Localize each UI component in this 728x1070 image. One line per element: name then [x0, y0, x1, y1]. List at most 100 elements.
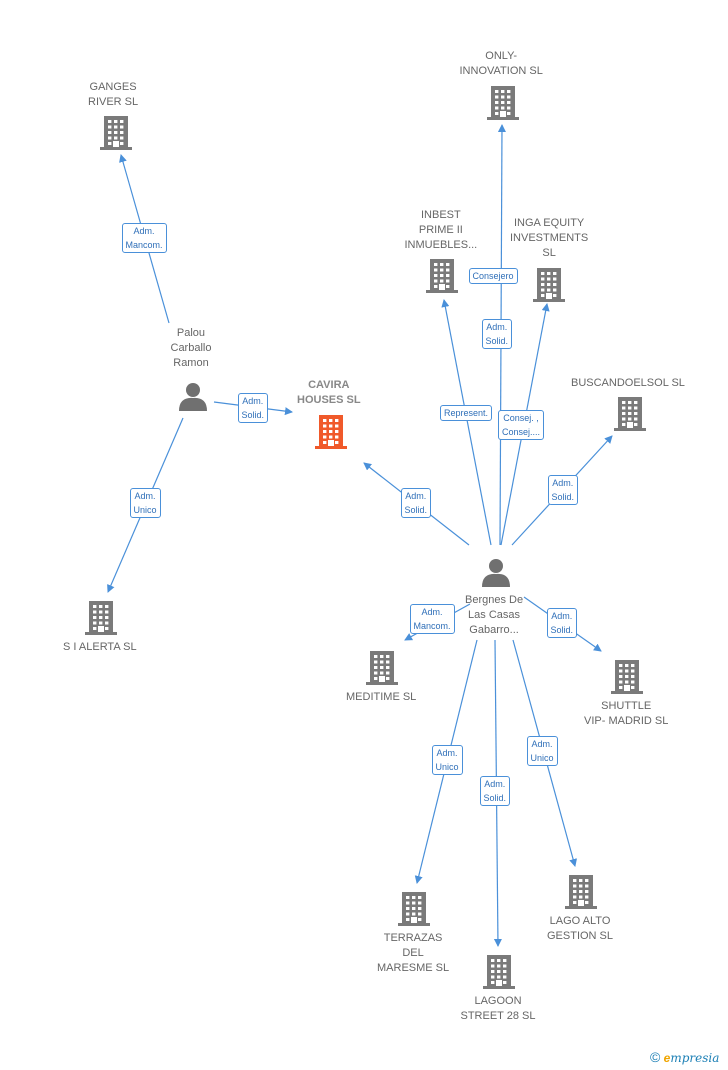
edge-label-text: Adm.: [405, 491, 427, 501]
edge-label[interactable]: Adm. Solid.: [546, 608, 578, 638]
building-icon[interactable]: [565, 875, 597, 909]
node-label-line: INBEST: [421, 209, 461, 221]
main-company-icon[interactable]: [315, 415, 347, 449]
edge-label-text: Adm.: [436, 748, 458, 758]
edge-label-text: Adm.: [531, 739, 553, 749]
node-label-line: LAGO ALTO: [549, 915, 611, 927]
edge-label-text: Solid.: [550, 625, 574, 635]
edge-label-text: Consejero: [472, 271, 514, 281]
edge-label-text: Consej....: [502, 427, 541, 437]
edge-label-text: Represent.: [444, 408, 489, 418]
edge-label[interactable]: Adm. Mancom.: [121, 223, 167, 253]
edge-label-text: Adm.: [134, 491, 156, 501]
edge-label[interactable]: Adm. Solid.: [481, 319, 513, 349]
building-icon[interactable]: [611, 660, 643, 694]
person-icon[interactable]: [179, 383, 207, 411]
node-label-line: MARESME SL: [377, 962, 450, 974]
node-label-buscando[interactable]: BUSCANDOELSOL SL: [571, 376, 685, 391]
edge-label[interactable]: Consej. , Consej....: [498, 410, 545, 440]
node-label-line: Gabarro...: [469, 624, 519, 636]
node-label-ganges[interactable]: GANGES RIVER SL: [88, 80, 138, 110]
node-label-shuttle[interactable]: SHUTTLE VIP- MADRID SL: [584, 699, 668, 729]
node-label-line: CAVIRA: [308, 379, 350, 391]
edge-label-text: Adm.: [133, 226, 155, 236]
node-label-line: BUSCANDOELSOL SL: [571, 377, 685, 389]
node-label-line: INMUEBLES...: [404, 239, 478, 251]
edge-label[interactable]: Adm. Solid.: [547, 475, 579, 505]
node-label-inbest[interactable]: INBEST PRIME II INMUEBLES...: [405, 208, 478, 253]
node-label-lagoalto[interactable]: LAGO ALTO GESTION SL: [547, 914, 613, 944]
node-label-line: GANGES: [89, 81, 137, 93]
edge-label-text: Adm.: [484, 779, 506, 789]
edge-label-text: Mancom.: [413, 621, 451, 631]
node-label-line: Palou: [176, 327, 206, 339]
edge-label-text: Solid.: [404, 505, 428, 515]
node-label-line: INVESTMENTS: [510, 232, 589, 244]
edge-label-text: Adm.: [421, 607, 443, 617]
edge-label-text: Unico: [133, 505, 157, 515]
edge-label-text: Consej. ,: [503, 413, 539, 423]
node-label-line: LAGOON: [474, 995, 522, 1007]
node-label-line: ONLY-: [485, 50, 518, 62]
node-label-line: Bergnes De: [465, 594, 524, 606]
edge-label-text: Solid.: [241, 410, 265, 420]
node-label-line: RIVER SL: [88, 96, 139, 108]
edge-label-text: Unico: [530, 753, 554, 763]
brand-name: mpresia: [670, 1051, 720, 1065]
edge-label-text: Adm.: [552, 478, 574, 488]
edge-label-text: Adm.: [551, 611, 573, 621]
edge-bergnes-inbest: [441, 299, 492, 546]
edge-label-text: Solid.: [483, 793, 507, 803]
node-label-line: SL: [542, 247, 556, 259]
building-icon[interactable]: [398, 892, 430, 926]
node-label-line: STREET 28 SL: [460, 1010, 536, 1022]
node-label-meditime[interactable]: MEDITIME SL: [346, 690, 416, 705]
edge-label-text: Adm.: [486, 322, 508, 332]
node-label-line: INNOVATION SL: [459, 65, 543, 77]
copyright-icon: ©: [650, 1049, 661, 1065]
building-icon[interactable]: [614, 397, 646, 431]
edge-label[interactable]: Adm. Mancom.: [409, 604, 455, 634]
edge-label[interactable]: Adm. Unico: [526, 736, 558, 766]
node-label-line: SHUTTLE: [601, 700, 652, 712]
edge-label[interactable]: Adm. Unico: [431, 745, 463, 775]
edge-label-text: Mancom.: [125, 240, 163, 250]
node-label-line: Ramon: [173, 357, 209, 369]
edge-label-text: Unico: [435, 762, 459, 772]
edge-label-text: Solid.: [485, 336, 509, 346]
node-label-sialerta[interactable]: S I ALERTA SL: [63, 640, 137, 655]
edge-label[interactable]: Represent.: [440, 405, 493, 421]
node-label-line: GESTION SL: [547, 930, 614, 942]
edge-label[interactable]: Adm. Unico: [129, 488, 161, 518]
person-icon[interactable]: [482, 559, 510, 587]
edge-label-text: Solid.: [551, 492, 575, 502]
building-icon[interactable]: [85, 601, 117, 635]
node-label-line: VIP- MADRID SL: [584, 715, 669, 727]
building-icon[interactable]: [366, 651, 398, 685]
building-icon[interactable]: [100, 116, 132, 150]
node-label-lagoon[interactable]: LAGOON STREET 28 SL: [461, 994, 536, 1024]
brand-e: e: [663, 1051, 671, 1065]
node-label-line: S I ALERTA SL: [63, 641, 137, 653]
node-label-line: INGA EQUITY: [513, 217, 585, 229]
node-label-line: MEDITIME SL: [346, 691, 417, 703]
node-label-only[interactable]: ONLY- INNOVATION SL: [460, 49, 543, 79]
building-icon[interactable]: [483, 955, 515, 989]
node-label-line: Las Casas: [468, 609, 521, 621]
node-label-line: TERRAZAS: [383, 932, 443, 944]
edge-label[interactable]: Adm. Solid.: [400, 488, 432, 518]
edge-label-text: Adm.: [242, 396, 264, 406]
edge-label[interactable]: Consejero: [468, 268, 518, 284]
building-icon[interactable]: [487, 86, 519, 120]
building-icon[interactable]: [533, 268, 565, 302]
edge-label[interactable]: Adm. Solid.: [237, 393, 269, 423]
node-label-inga[interactable]: INGA EQUITY INVESTMENTS SL: [510, 216, 588, 261]
node-label-line: PRIME II: [418, 224, 463, 236]
edge-label[interactable]: Adm. Solid.: [479, 776, 511, 806]
building-icon[interactable]: [426, 259, 458, 293]
